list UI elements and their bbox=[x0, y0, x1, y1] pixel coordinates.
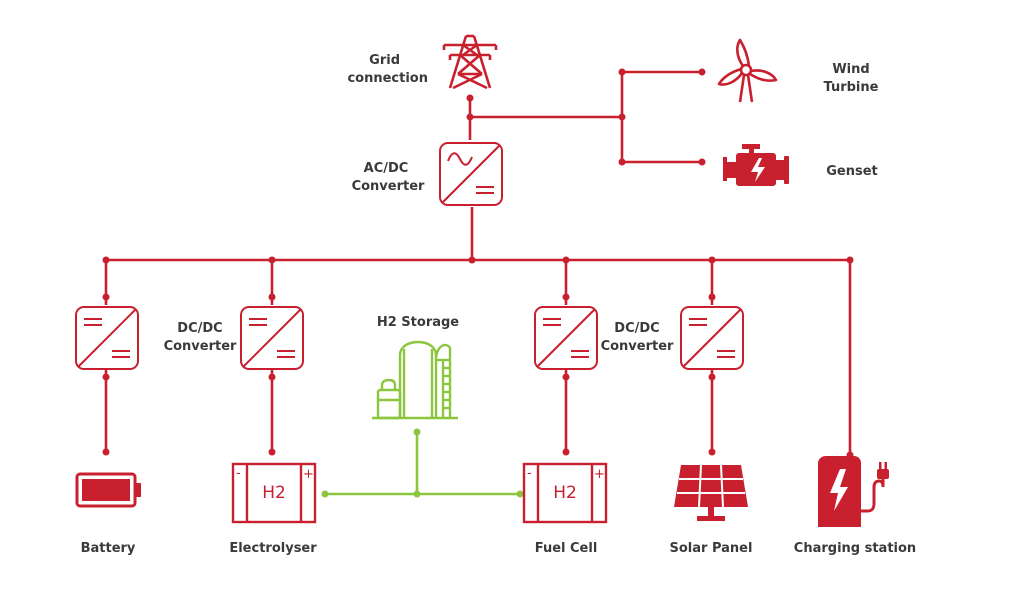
dcdc-converter-fuel-cell bbox=[534, 306, 598, 370]
dcdc-left-label-line2: Converter bbox=[164, 339, 237, 354]
electrolyser-h2-text: H2 bbox=[262, 483, 286, 503]
wind-label-line1: Wind bbox=[832, 62, 869, 77]
fuel-cell-label: Fuel Cell bbox=[535, 541, 598, 556]
genset-label: Genset bbox=[826, 164, 878, 179]
acdc-label-line1: AC/DC bbox=[364, 161, 409, 176]
acdc-label-line2: Converter bbox=[352, 179, 425, 194]
transmission-tower-icon bbox=[442, 34, 498, 90]
solar-panel-icon bbox=[674, 464, 748, 521]
engine-icon bbox=[723, 144, 789, 186]
dc-bus-wiring bbox=[104, 70, 852, 455]
dcdc-converter-electrolyser bbox=[240, 306, 304, 370]
fuel-cell-plus: + bbox=[594, 467, 605, 482]
dcdc-converter-solar bbox=[680, 306, 744, 370]
hydrogen-wiring bbox=[321, 428, 524, 498]
dcdc-left-label-line1: DC/DC bbox=[177, 321, 222, 336]
storage-tanks-icon bbox=[372, 340, 458, 420]
fuel-cell-h2-text: H2 bbox=[553, 483, 577, 503]
wind-turbine-icon bbox=[717, 38, 778, 103]
dcdc-right-label-line2: Converter bbox=[601, 339, 674, 354]
acdc-converter bbox=[439, 142, 503, 206]
battery-label: Battery bbox=[81, 541, 136, 556]
junction-dots bbox=[102, 68, 854, 459]
electrolyser-label: Electrolyser bbox=[229, 541, 317, 556]
electrolyser-plus: + bbox=[303, 467, 314, 482]
grid-label-line2: connection bbox=[347, 71, 428, 86]
grid-label-line1: Grid bbox=[369, 53, 400, 68]
h2-storage-label: H2 Storage bbox=[377, 315, 459, 330]
electrolyser-minus: - bbox=[236, 466, 241, 481]
dcdc-right-label-line1: DC/DC bbox=[614, 321, 659, 336]
solar-panel-label: Solar Panel bbox=[670, 541, 753, 556]
fuel-cell: - + H2 bbox=[522, 462, 608, 524]
charging-station-icon bbox=[818, 456, 889, 527]
wind-label-line2: Turbine bbox=[824, 80, 879, 95]
charging-station-label: Charging station bbox=[794, 541, 916, 556]
dcdc-converter-battery bbox=[75, 306, 139, 370]
electrolyser-cell: - + H2 bbox=[231, 462, 317, 524]
battery-icon bbox=[75, 472, 141, 508]
fuel-cell-minus: - bbox=[527, 466, 532, 481]
